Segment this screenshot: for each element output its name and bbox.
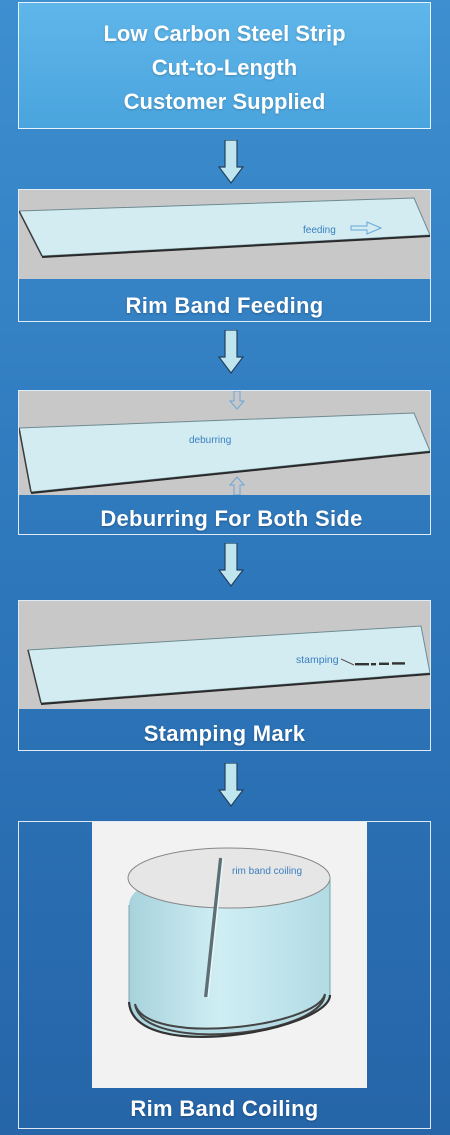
stamped-characters-mark [355,662,405,666]
start-line-2: Cut-to-Length [151,55,298,80]
step-feeding-title: Rim Band Feeding [125,293,324,318]
start-line-1: Low Carbon Steel Strip [103,21,346,46]
coiling-annotation: rim band coiling [232,866,302,877]
down-arrow-icon [218,543,244,587]
deburring-panel: deburring [19,391,430,495]
step-feeding: feeding Rim Band Feeding [18,189,431,322]
stamping-panel: stamping [19,601,430,709]
step-coiling: rim band coiling Rim Band Coiling [18,821,431,1129]
step-deburring: deburring Deburring For Both Side [18,390,431,535]
feeding-annotation: feeding [303,225,336,236]
coiling-image: rim band coiling [92,822,367,1088]
step-stamping: stamping Stamping Mark [18,600,431,751]
step-coiling-title: Rim Band Coiling [130,1096,319,1121]
step-stamping-title: Stamping Mark [143,721,306,746]
step-deburring-title: Deburring For Both Side [100,506,363,531]
deburring-annotation: deburring [189,435,231,446]
down-arrow-icon [218,763,244,807]
down-arrow-icon [218,140,244,184]
feeding-panel: feeding [19,190,430,279]
start-line-3: Customer Supplied [123,89,326,114]
start-box: Low Carbon Steel Strip Cut-to-Length Cus… [18,2,431,129]
stamping-annotation: stamping [296,654,339,666]
down-arrow-icon [218,330,244,374]
